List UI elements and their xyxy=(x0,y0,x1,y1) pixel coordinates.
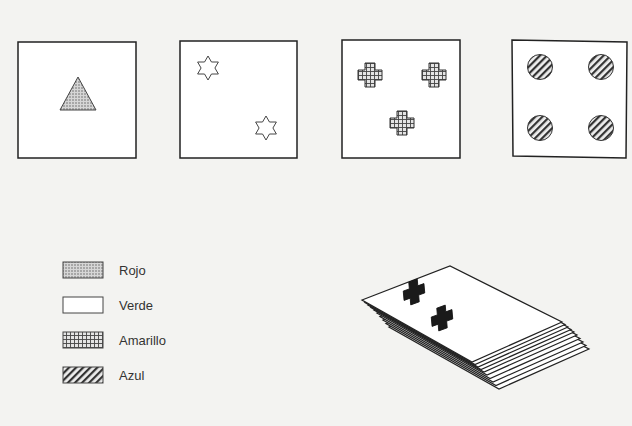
legend-swatch xyxy=(62,331,104,349)
cross-symbol xyxy=(358,63,382,87)
cross-symbol xyxy=(422,63,446,87)
legend-entry: Azul xyxy=(62,366,144,384)
triangle-symbol xyxy=(60,77,96,110)
legend-swatch xyxy=(62,261,104,279)
circle-symbol xyxy=(528,116,553,141)
star-symbol xyxy=(198,56,219,80)
key-card xyxy=(512,40,627,158)
legend-label: Rojo xyxy=(119,263,146,278)
legend-label: Verde xyxy=(119,298,153,313)
card-deck xyxy=(362,266,589,389)
circle-symbol xyxy=(589,55,614,80)
circle-symbol xyxy=(589,116,614,141)
legend-swatch xyxy=(62,296,104,314)
key-card xyxy=(18,42,136,158)
legend-label: Azul xyxy=(119,368,144,383)
cross-symbol xyxy=(390,111,414,135)
legend-swatch xyxy=(62,366,104,384)
key-card xyxy=(180,41,297,158)
circle-symbol xyxy=(528,55,553,80)
legend-label: Amarillo xyxy=(119,333,166,348)
legend-entry: Verde xyxy=(62,296,153,314)
legend-entry: Rojo xyxy=(62,261,146,279)
key-card xyxy=(342,40,460,158)
legend-entry: Amarillo xyxy=(62,331,166,349)
star-symbol xyxy=(256,116,277,140)
